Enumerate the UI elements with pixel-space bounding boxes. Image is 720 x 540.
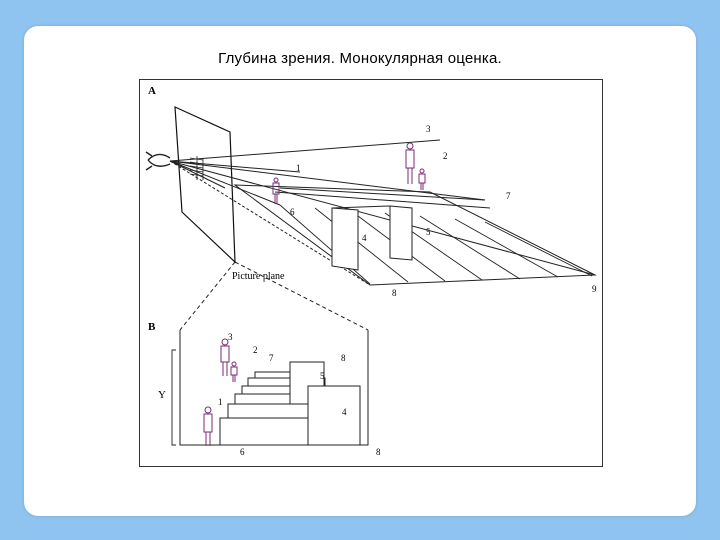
slide-title: Глубина зрения. Монокулярная оценка. bbox=[218, 50, 502, 67]
figure-drawing bbox=[145, 106, 597, 446]
label-a-2: 2 bbox=[443, 151, 448, 161]
person-3-b bbox=[220, 338, 230, 376]
eye bbox=[145, 151, 171, 171]
label-b-7: 7 bbox=[269, 353, 274, 363]
panel-b-label: B bbox=[148, 321, 156, 333]
label-a-5: 5 bbox=[426, 227, 431, 237]
label-a-6: 6 bbox=[290, 207, 295, 217]
picture-plane bbox=[174, 106, 236, 264]
panel-4 bbox=[331, 207, 359, 271]
person-2-a bbox=[418, 168, 426, 190]
label-a-1: 1 bbox=[296, 163, 301, 173]
person-3-a bbox=[405, 142, 415, 184]
ground-plane bbox=[233, 184, 597, 286]
label-b-6: 6 bbox=[240, 447, 245, 457]
depth-perception-figure: A 3 2 1 7 6 4 5 8 9 Picture plane B 3 2 … bbox=[139, 79, 603, 467]
label-b-4: 4 bbox=[342, 407, 347, 417]
label-b-1: 1 bbox=[218, 397, 223, 407]
panel-5 bbox=[389, 205, 413, 261]
y-brace bbox=[171, 349, 176, 446]
label-b-8-top: 8 bbox=[341, 353, 346, 363]
box-4 bbox=[307, 385, 361, 446]
label-b-2: 2 bbox=[253, 345, 258, 355]
person-1-a bbox=[272, 177, 280, 204]
slide: Глубина зрения. Монокулярная оценка. bbox=[24, 26, 696, 516]
picture-plane-label: Picture plane bbox=[232, 271, 285, 282]
person-1-b bbox=[203, 406, 213, 446]
label-b-3: 3 bbox=[228, 332, 233, 342]
label-a-7: 7 bbox=[506, 191, 511, 201]
person-2-b bbox=[230, 361, 238, 382]
label-a-3: 3 bbox=[426, 124, 431, 134]
label-a-4: 4 bbox=[362, 233, 367, 243]
label-a-9: 9 bbox=[592, 284, 597, 294]
panel-a-label: A bbox=[148, 85, 156, 97]
label-b-5: 5 bbox=[320, 371, 325, 381]
label-b-8-bottom: 8 bbox=[376, 447, 381, 457]
y-label: Y bbox=[158, 389, 166, 401]
label-a-8: 8 bbox=[392, 288, 397, 298]
